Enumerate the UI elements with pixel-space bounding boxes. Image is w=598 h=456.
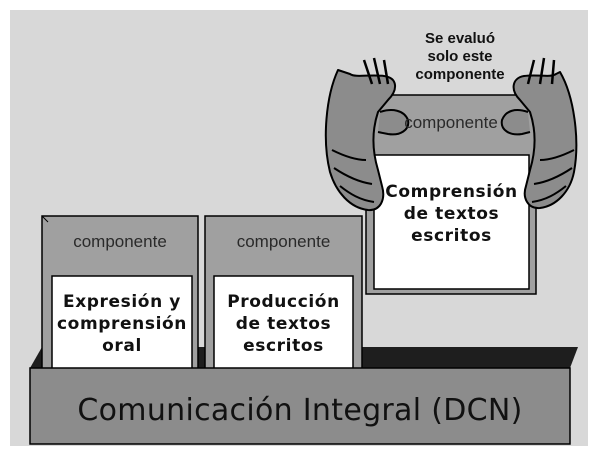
component-3-tag: componente xyxy=(404,113,498,132)
right-hand-icon xyxy=(500,57,578,210)
caption-line-1: Se evaluó xyxy=(424,30,496,47)
left-hand-icon xyxy=(324,57,410,212)
component-2-tag: componente xyxy=(236,232,331,251)
component-1-line-1: Expresión y xyxy=(63,292,181,312)
box-front xyxy=(29,367,571,445)
caption-line-3: componente xyxy=(415,66,505,83)
component-3-line-2: de textos xyxy=(403,204,500,224)
component-3-label: Comprensión de textos escritos xyxy=(374,176,529,252)
component-1-line-2: comprensión xyxy=(57,314,187,334)
component-1-tag: componente xyxy=(73,232,167,251)
component-card-2 xyxy=(204,215,363,373)
component-3-line-3: escritos xyxy=(411,226,492,246)
component-1-label: Expresión y comprensión oral xyxy=(52,282,192,366)
component-2-line-2: de textos xyxy=(235,314,332,334)
caption-line-2: solo este xyxy=(427,48,493,65)
caption: Se evaluó solo este componente xyxy=(395,30,525,84)
component-3-line-1: Comprensión xyxy=(385,182,518,202)
component-2-line-3: escritos xyxy=(243,336,324,356)
component-2-label: Producción de textos escritos xyxy=(214,282,353,366)
box-title: Comunicación Integral (DCN) xyxy=(77,393,523,428)
component-2-line-1: Producción xyxy=(227,292,340,312)
component-1-line-3: oral xyxy=(102,336,142,356)
